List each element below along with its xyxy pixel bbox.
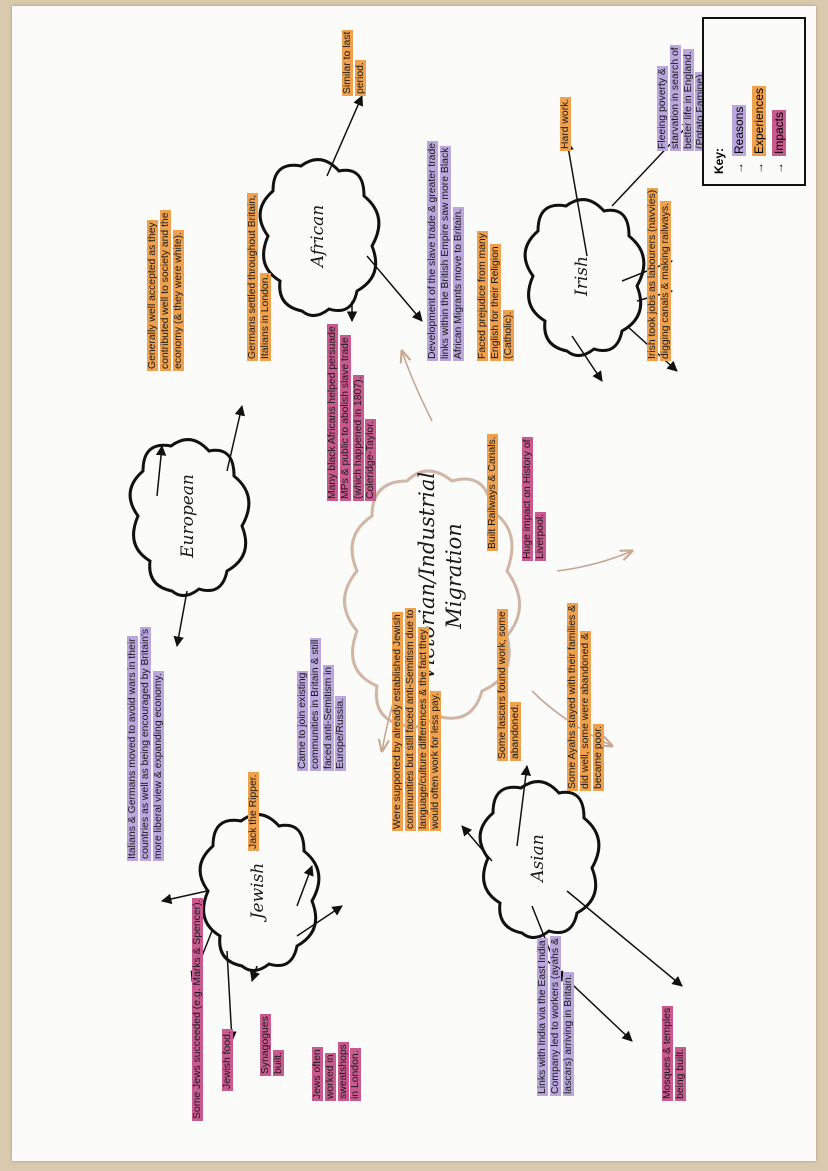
jewish-label: Jewish (248, 862, 268, 920)
jewish-sweatshops-note: Jews often worked in sweatshops in Londo… (312, 1042, 362, 1101)
irish-liverpool-note: Huge impact on History of Liverpool. (522, 437, 546, 561)
legend-experiences: →Experiences (752, 85, 766, 174)
irish-cloud (523, 198, 646, 357)
irish-labourers-note: Irish took jobs as labourers (navvies) d… (647, 187, 671, 361)
mindmap-canvas: Victorian/Industrial Migration Irish Afr… (12, 6, 816, 1161)
legend-impacts-label: Impacts (772, 109, 786, 156)
european-cloud (128, 438, 251, 597)
european-settled-note: Germans settled throughout Britain, Ital… (247, 192, 271, 361)
asian-mosques-note: Mosques & temples being built. (662, 1005, 686, 1101)
legend-impacts: →Impacts (772, 109, 786, 174)
asian-label: Asian (528, 834, 548, 882)
irish-railways-note: Built Railways & Canals. (487, 434, 498, 551)
irish-hard-work-note: Hard work. (560, 96, 571, 151)
asian-cloud (478, 780, 601, 939)
legend-reasons: →Reasons (732, 104, 746, 174)
notebook-page: Victorian/Industrial Migration Irish Afr… (12, 6, 816, 1161)
european-label: European (178, 474, 198, 558)
asian-ayahs-note: Some Ayahs stayed with their families & … (567, 602, 604, 791)
jewish-reason-note: Came to join existing communities in Bri… (297, 637, 347, 771)
african-impact-note: Many black Africans helped persuade MPs … (327, 324, 377, 501)
legend-experiences-label: Experiences (752, 85, 766, 156)
asian-reason-note: Links with India via the East India Comp… (537, 936, 574, 1096)
jewish-supported-note: Were supported by already established Je… (392, 607, 442, 831)
jewish-succeeded-note: Some Jews succeeded (e.g. Marks & Spence… (192, 897, 203, 1121)
legend-title: Key: (712, 147, 726, 174)
central-cloud (343, 469, 521, 729)
irish-prejudice-note: Faced prejudice from many English for th… (477, 231, 514, 361)
jewish-ripper-note: Jack the Ripper. (248, 772, 259, 851)
european-reason-note: Italians & Germans moved to avoid wars i… (127, 626, 164, 861)
arrow-to-european (556, 551, 632, 572)
african-label: African (308, 204, 328, 268)
european-accepted-note: Generally well accepted as they contribu… (147, 210, 184, 371)
jewish-synagogues-note: Synagogues built. (260, 1014, 284, 1076)
african-reason-note: Development of the slave trade & greater… (427, 140, 464, 361)
irish-reason-note: Fleeing poverty & starvation in search o… (657, 45, 707, 151)
legend-reasons-label: Reasons (732, 104, 746, 156)
irish-label: Irish (572, 256, 592, 296)
jewish-food-note: Jewish food. (222, 1029, 233, 1091)
legend-key: Key: →Reasons →Experiences →Impacts (702, 17, 806, 186)
asian-lascars-note: Some lascars found work, some abandoned. (497, 609, 521, 761)
jewish-cloud (198, 813, 321, 972)
african-similar-note: Similar to last period. (342, 29, 366, 96)
arrow-to-african (402, 351, 433, 422)
